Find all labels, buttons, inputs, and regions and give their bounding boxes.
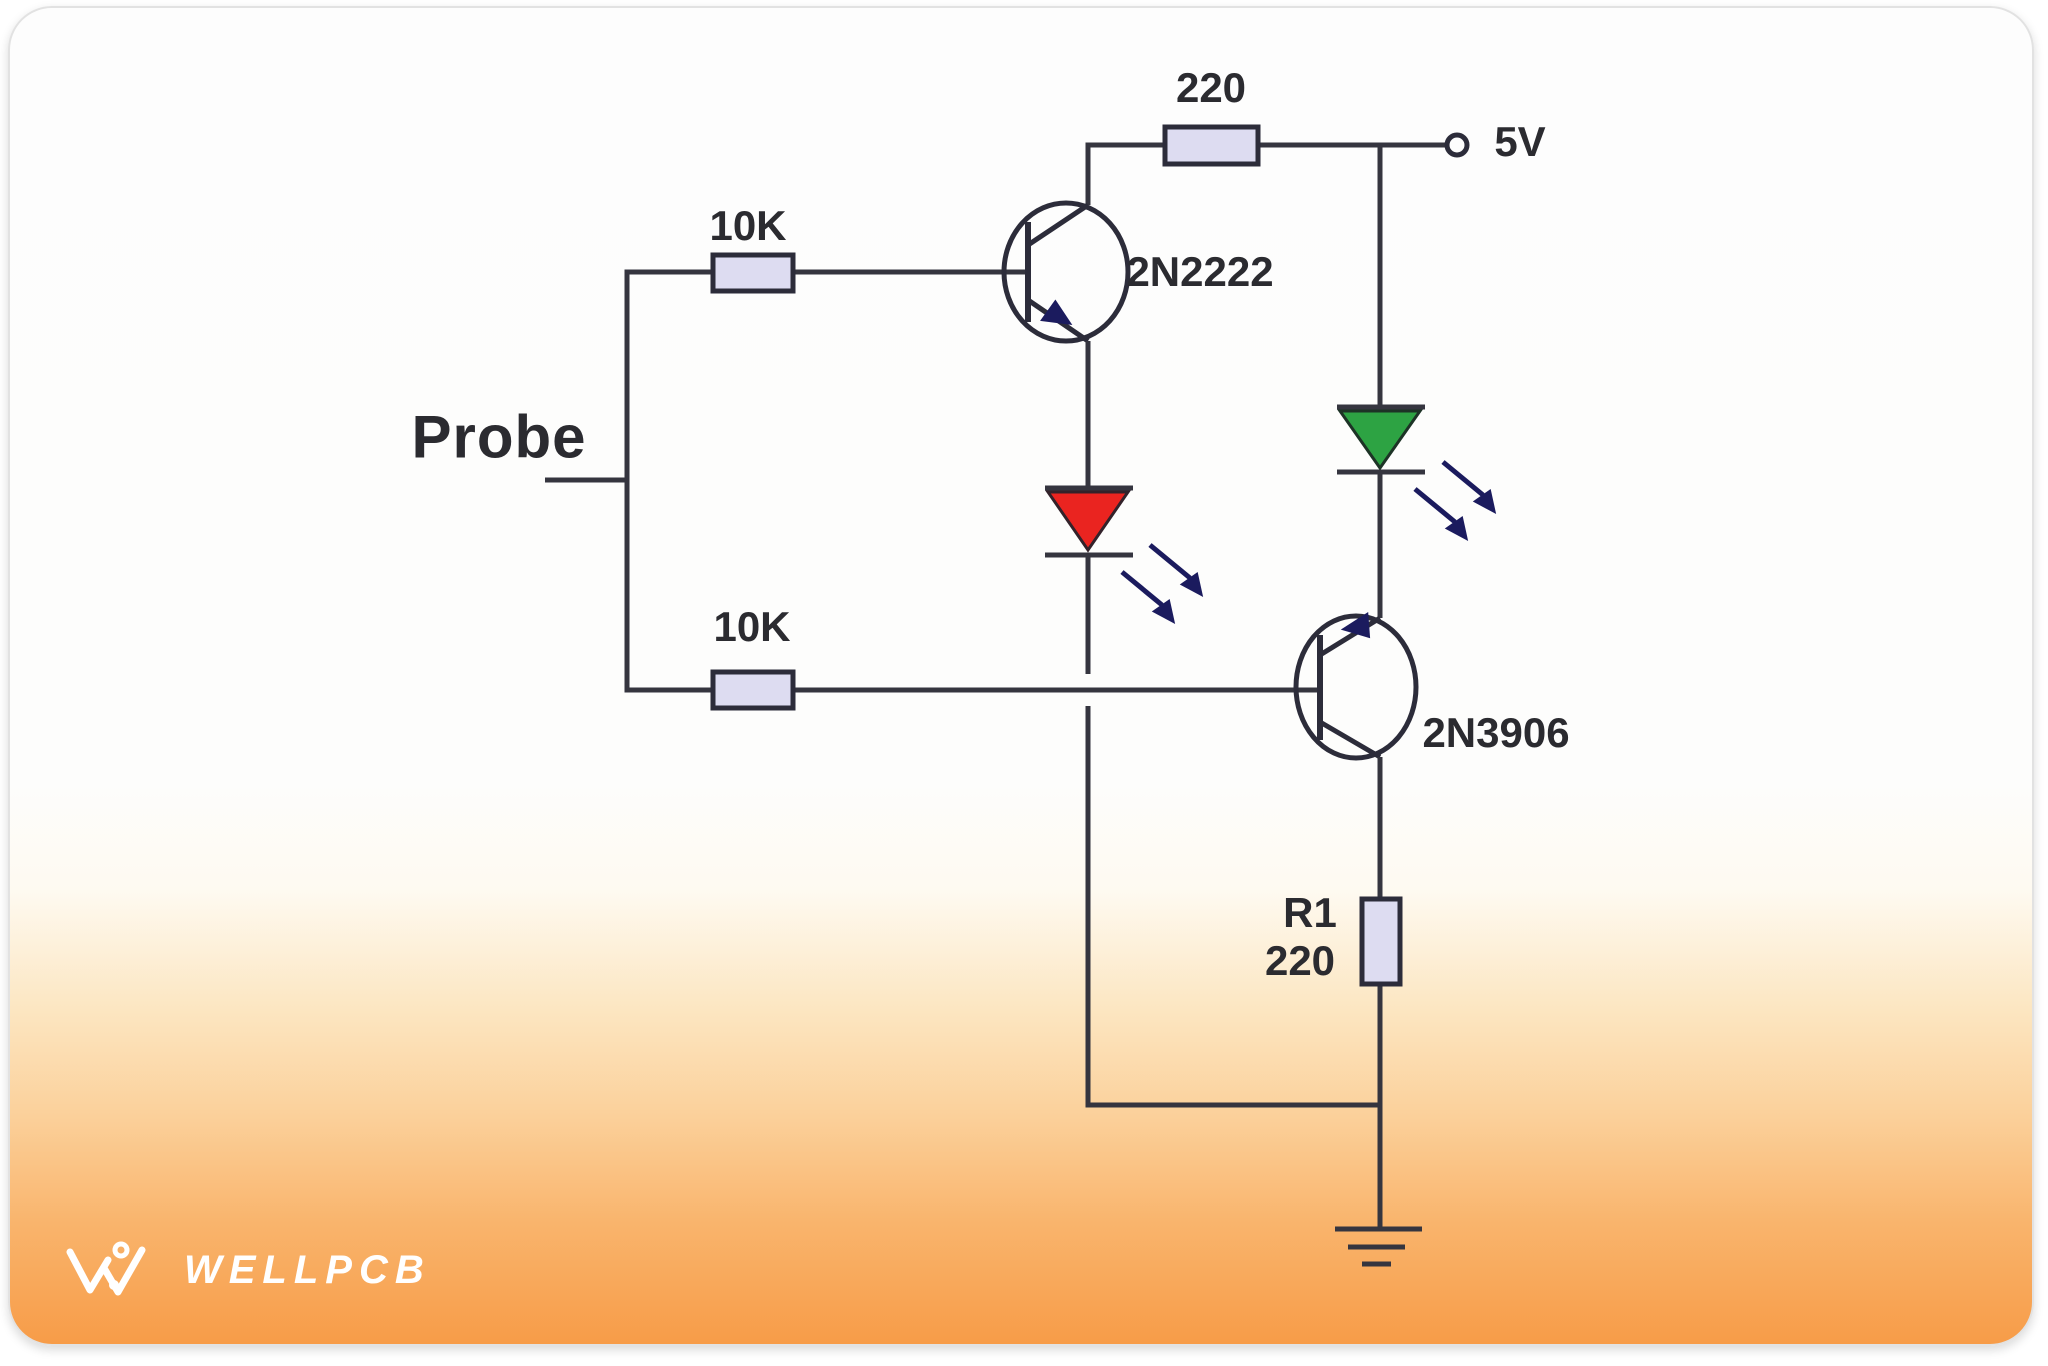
led-red-light-arrows-icon [1120, 543, 1204, 625]
transistor-2n3906-symbol [1293, 612, 1419, 761]
label-resistor-10k-top: 10K [709, 202, 787, 249]
label-resistor-10k-bottom: 10K [713, 603, 791, 650]
terminal-5v [1444, 132, 1470, 158]
resistor-10k-bottom [710, 669, 796, 711]
label-r1-name: R1 [1283, 889, 1337, 936]
led-red-symbol [1045, 485, 1204, 625]
wellpcb-logo-text: WELLPCB [184, 1247, 431, 1292]
wire-5v-rail [1085, 142, 1447, 205]
ground-icon [1335, 1226, 1422, 1267]
resistor-r1-symbol [1359, 896, 1403, 987]
label-5v: 5V [1494, 118, 1546, 165]
npn-emitter-arrow-icon [1040, 299, 1073, 326]
label-resistor-220-top: 220 [1175, 64, 1247, 111]
pnp-emitter-arrow-icon [1340, 612, 1371, 639]
wellpcb-logo-mark-icon [66, 1241, 146, 1296]
resistor-220-top [1162, 124, 1261, 167]
diagram-card [8, 6, 2034, 1346]
wire-probe-bus [545, 269, 1322, 693]
label-transistor-q2: 2N3906 [1422, 709, 1570, 756]
wellpcb-logo: WELLPCB [64, 1238, 431, 1302]
transistor-2n2222-symbol [1001, 200, 1131, 344]
label-transistor-q1: 2N2222 [1126, 248, 1274, 295]
led-green-light-arrows-icon [1413, 460, 1497, 542]
label-probe: Probe [411, 403, 587, 471]
label-r1-value: 220 [1264, 937, 1336, 984]
wire-red-cathode [1085, 555, 1380, 1108]
resistor-10k-top [710, 252, 796, 294]
led-green-symbol [1337, 404, 1497, 542]
